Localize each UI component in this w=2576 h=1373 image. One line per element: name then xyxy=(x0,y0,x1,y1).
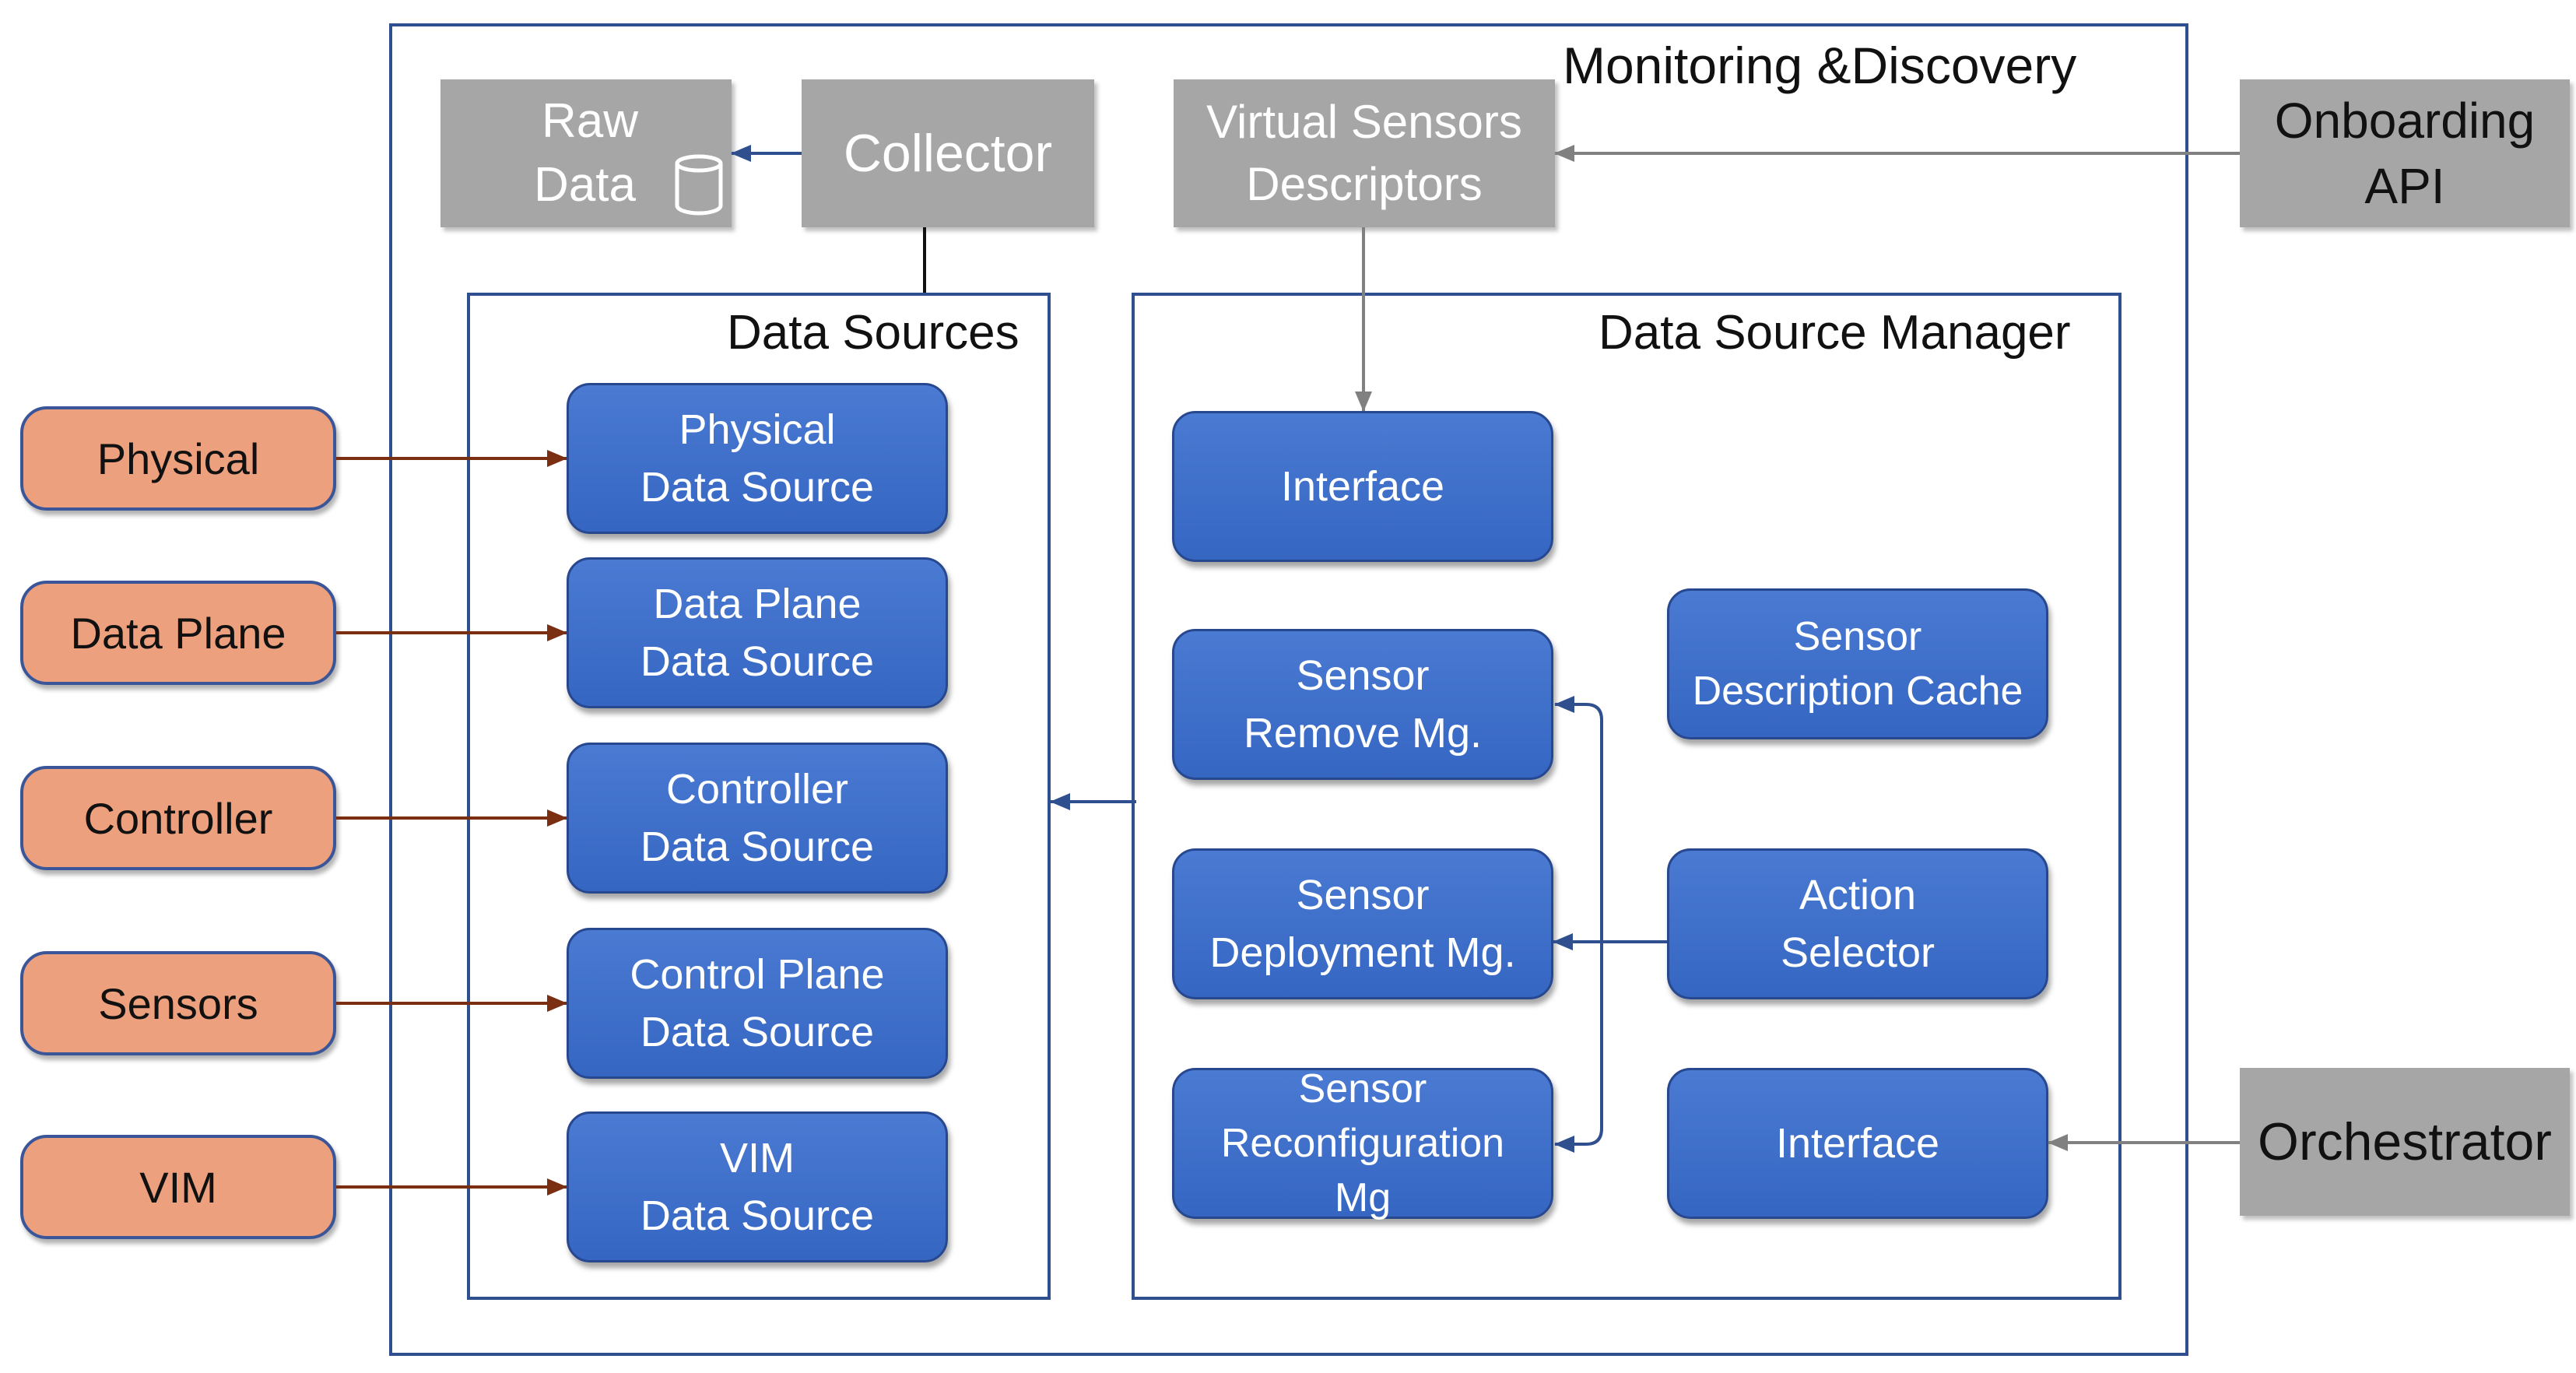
collector-label: Collector xyxy=(843,124,1053,183)
data-plane-data-source-line2: Data Source xyxy=(640,638,875,685)
virtual-sensors-label-line1: Virtual Sensors xyxy=(1206,96,1522,148)
vim-data-source-line2: Data Source xyxy=(640,1192,875,1239)
physical-data-source-line2: Data Source xyxy=(640,464,875,511)
data-plane-data-source: Data Plane Data Source xyxy=(567,557,948,708)
physical-data-source: Physical Data Source xyxy=(567,383,948,534)
monitoring-discovery-container xyxy=(389,23,2188,1356)
external-physical: Physical xyxy=(20,406,336,511)
sensor-deployment-mg: Sensor Deployment Mg. xyxy=(1172,848,1553,999)
orchestrator-label: Orchestrator xyxy=(2258,1112,2552,1171)
orchestrator-box: Orchestrator xyxy=(2240,1068,2570,1216)
sensor-reconfiguration-line2: Reconfiguration xyxy=(1220,1121,1505,1166)
monitoring-discovery-title: Monitoring &Discovery xyxy=(1563,37,2077,94)
external-controller-label: Controller xyxy=(83,793,273,843)
external-sensors: Sensors xyxy=(20,951,336,1055)
external-vim: VIM xyxy=(20,1135,336,1239)
virtual-sensors-label-line2: Descriptors xyxy=(1246,158,1483,210)
action-selector: Action Selector xyxy=(1667,848,2048,999)
collector-box: Collector xyxy=(802,79,1094,227)
raw-data-label-line1: Raw xyxy=(542,94,639,148)
data-sources-container xyxy=(467,293,1051,1300)
control-plane-data-source-line2: Data Source xyxy=(640,1009,875,1055)
virtual-sensors-descriptors-box: Virtual Sensors Descriptors xyxy=(1174,79,1555,227)
action-selector-line1: Action xyxy=(1799,872,1917,918)
manager-interface-top: Interface xyxy=(1172,411,1553,562)
vim-data-source-line1: VIM xyxy=(719,1135,795,1182)
sensor-description-cache: Sensor Description Cache xyxy=(1667,588,2048,739)
controller-data-source-line2: Data Source xyxy=(640,823,875,870)
external-data-plane: Data Plane xyxy=(20,581,336,685)
external-controller: Controller xyxy=(20,766,336,870)
physical-data-source-line1: Physical xyxy=(679,406,836,453)
manager-interface-bottom: Interface xyxy=(1667,1068,2048,1219)
sensor-description-cache-line2: Description Cache xyxy=(1692,669,2023,714)
sensor-reconfiguration-line3: Mg xyxy=(1334,1175,1392,1220)
manager-interface-bottom-label: Interface xyxy=(1775,1120,1940,1167)
control-plane-data-source-line1: Control Plane xyxy=(630,951,885,998)
bracket-remove xyxy=(1554,696,1603,942)
external-vim-label: VIM xyxy=(139,1162,217,1212)
onboarding-api-label-line2: API xyxy=(2364,158,2445,214)
onboarding-api-box: Onboarding API xyxy=(2240,79,2570,227)
onboarding-api-label-line1: Onboarding xyxy=(2274,93,2536,149)
sensor-remove-mg: Sensor Remove Mg. xyxy=(1172,629,1553,780)
action-selector-line2: Selector xyxy=(1780,929,1936,976)
sensor-deployment-line1: Sensor xyxy=(1296,872,1430,918)
data-source-manager-title: Data Source Manager xyxy=(1599,306,2071,360)
controller-data-source-line1: Controller xyxy=(665,766,849,813)
sensor-deployment-line2: Deployment Mg. xyxy=(1209,929,1516,976)
controller-data-source: Controller Data Source xyxy=(567,743,948,894)
control-plane-data-source: Control Plane Data Source xyxy=(567,928,948,1079)
external-physical-label: Physical xyxy=(97,434,260,483)
raw-data-label-line2: Data xyxy=(534,158,636,212)
data-plane-data-source-line1: Data Plane xyxy=(653,581,862,627)
sensor-reconfiguration-line1: Sensor xyxy=(1298,1066,1427,1111)
raw-data-box: Raw Data xyxy=(440,79,732,227)
external-sensors-label: Sensors xyxy=(98,978,258,1028)
sensor-remove-line2: Remove Mg. xyxy=(1243,710,1483,757)
sensor-remove-line1: Sensor xyxy=(1296,652,1430,699)
sensor-reconfiguration-mg: Sensor Reconfiguration Mg xyxy=(1172,1066,1553,1220)
bracket-reconfiguration xyxy=(1554,942,1603,1153)
manager-interface-top-label: Interface xyxy=(1280,463,1445,510)
external-data-plane-label: Data Plane xyxy=(70,608,286,658)
database-icon xyxy=(675,154,723,216)
sensor-description-cache-line1: Sensor xyxy=(1793,614,1922,659)
data-source-manager-container xyxy=(1132,293,2122,1300)
vim-data-source: VIM Data Source xyxy=(567,1111,948,1262)
data-sources-title: Data Sources xyxy=(727,306,1020,360)
